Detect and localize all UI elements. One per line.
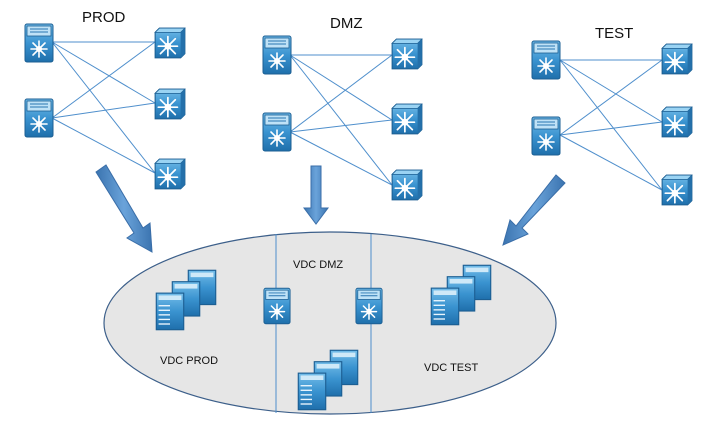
group-label-test: TEST: [595, 25, 633, 42]
switch-icon: [262, 35, 292, 75]
layer3-switch-icon: [661, 174, 693, 206]
switch-icon: [531, 116, 561, 156]
vdc-label-prod: VDC PROD: [160, 355, 218, 367]
vdc-label-dmz: VDC DMZ: [293, 259, 343, 271]
core-ellipse: [103, 231, 557, 415]
switch-icon: [24, 23, 54, 63]
layer3-switch-icon: [391, 38, 423, 70]
layer3-switch-icon: [661, 43, 693, 75]
switch-icon: [262, 112, 292, 152]
layer3-switch-icon: [154, 27, 186, 59]
switch-icon: [355, 287, 383, 325]
switch-icon: [263, 287, 291, 325]
dmz-group: [262, 35, 423, 201]
switch-icon: [24, 98, 54, 138]
group-label-dmz: DMZ: [330, 15, 363, 32]
switch-icon: [531, 40, 561, 80]
layer3-switch-icon: [391, 169, 423, 201]
link-lines: [51, 41, 663, 191]
group-label-prod: PROD: [82, 9, 126, 26]
layer3-switch-icon: [154, 158, 186, 190]
core-chassis: VDC PROD VDC DMZ VDC TEST: [103, 231, 557, 415]
flow-arrow-icon: [95, 164, 153, 253]
flow-arrow-icon: [502, 174, 566, 246]
layer3-switch-icon: [154, 88, 186, 120]
prod-group: [24, 23, 186, 190]
flow-arrow-icon: [303, 165, 329, 225]
arrows: [95, 164, 566, 253]
layer3-switch-icon: [661, 106, 693, 138]
layer3-switch-icon: [391, 103, 423, 135]
vdc-label-test: VDC TEST: [424, 362, 478, 374]
